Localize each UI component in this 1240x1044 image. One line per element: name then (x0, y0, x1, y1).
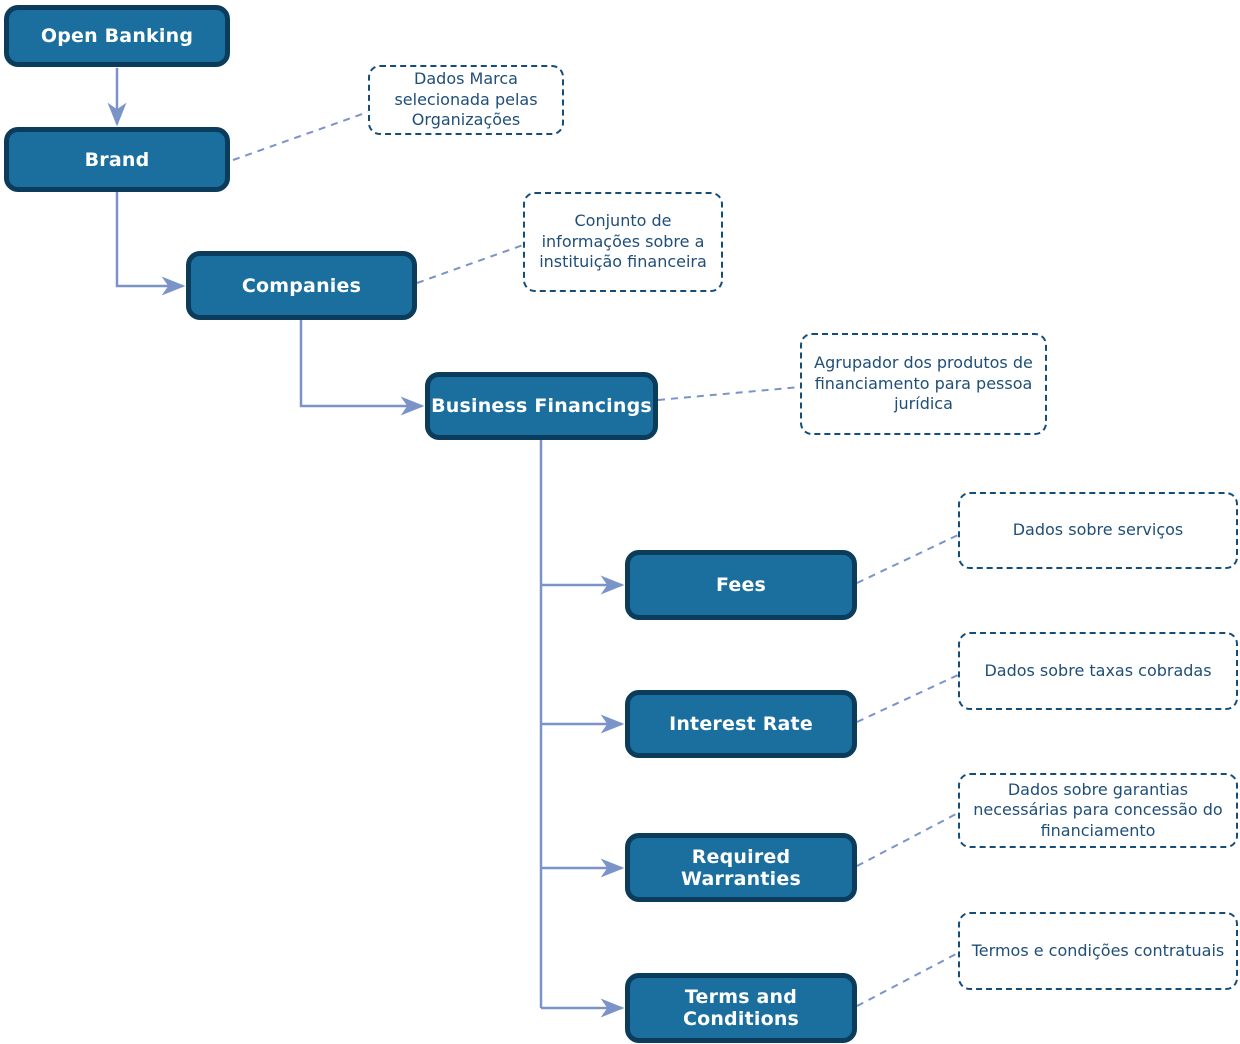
node-companies-label: Companies (241, 274, 362, 297)
node-open-banking[interactable]: Open Banking (4, 5, 230, 67)
node-terms-and-conditions[interactable]: Terms and Conditions (625, 973, 857, 1043)
node-interest-rate-label: Interest Rate (669, 713, 813, 735)
note-connector-companies (416, 244, 524, 284)
node-open-banking-label: Open Banking (40, 25, 194, 47)
note-fees-text: Dados sobre serviços (1012, 520, 1184, 540)
note-connector-terms-and-conditions (856, 952, 959, 1007)
note-interest-rate-text: Dados sobre taxas cobradas (984, 660, 1212, 680)
node-required-warranties-label: Required Warranties (681, 845, 801, 890)
node-required-warranties[interactable]: Required Warranties (625, 833, 857, 902)
note-connector-interest-rate (856, 674, 959, 723)
note-connector-brand (232, 111, 369, 161)
node-companies[interactable]: Companies (186, 251, 417, 320)
node-brand[interactable]: Brand (4, 127, 230, 192)
node-fees[interactable]: Fees (625, 550, 857, 620)
note-required-warranties: Dados sobre garantias necessárias para c… (958, 773, 1238, 848)
note-business-financings-text: Agrupador dos produtos de financiamento … (814, 353, 1033, 414)
connector-brand-to-companies (115, 192, 186, 296)
note-companies: Conjunto de informações sobre a institui… (523, 192, 723, 292)
note-fees: Dados sobre serviços (958, 492, 1238, 569)
node-interest-rate[interactable]: Interest Rate (625, 690, 857, 758)
node-business-financings-label: Business Financings (431, 395, 652, 417)
node-terms-and-conditions-label: Terms and Conditions (682, 986, 800, 1030)
note-connector-business-financings (657, 386, 801, 401)
note-companies-text: Conjunto de informações sobre a institui… (539, 211, 707, 272)
note-brand: Dados Marca selecionada pelas Organizaçõ… (368, 65, 564, 135)
note-terms-and-conditions-text: Termos e condições contratuais (971, 940, 1225, 960)
note-terms-and-conditions: Termos e condições contratuais (958, 912, 1238, 990)
note-connector-fees (856, 534, 959, 584)
node-fees-label: Fees (715, 574, 767, 596)
note-required-warranties-text: Dados sobre garantias necessárias para c… (973, 779, 1223, 840)
note-business-financings: Agrupador dos produtos de financiamento … (800, 333, 1047, 435)
note-connector-required-warranties (856, 812, 959, 867)
connector-companies-to-business-financings (299, 320, 425, 416)
note-interest-rate: Dados sobre taxas cobradas (958, 632, 1238, 710)
node-brand-label: Brand (84, 148, 150, 171)
node-business-financings[interactable]: Business Financings (425, 372, 658, 440)
note-brand-text: Dados Marca selecionada pelas Organizaçõ… (394, 69, 538, 130)
